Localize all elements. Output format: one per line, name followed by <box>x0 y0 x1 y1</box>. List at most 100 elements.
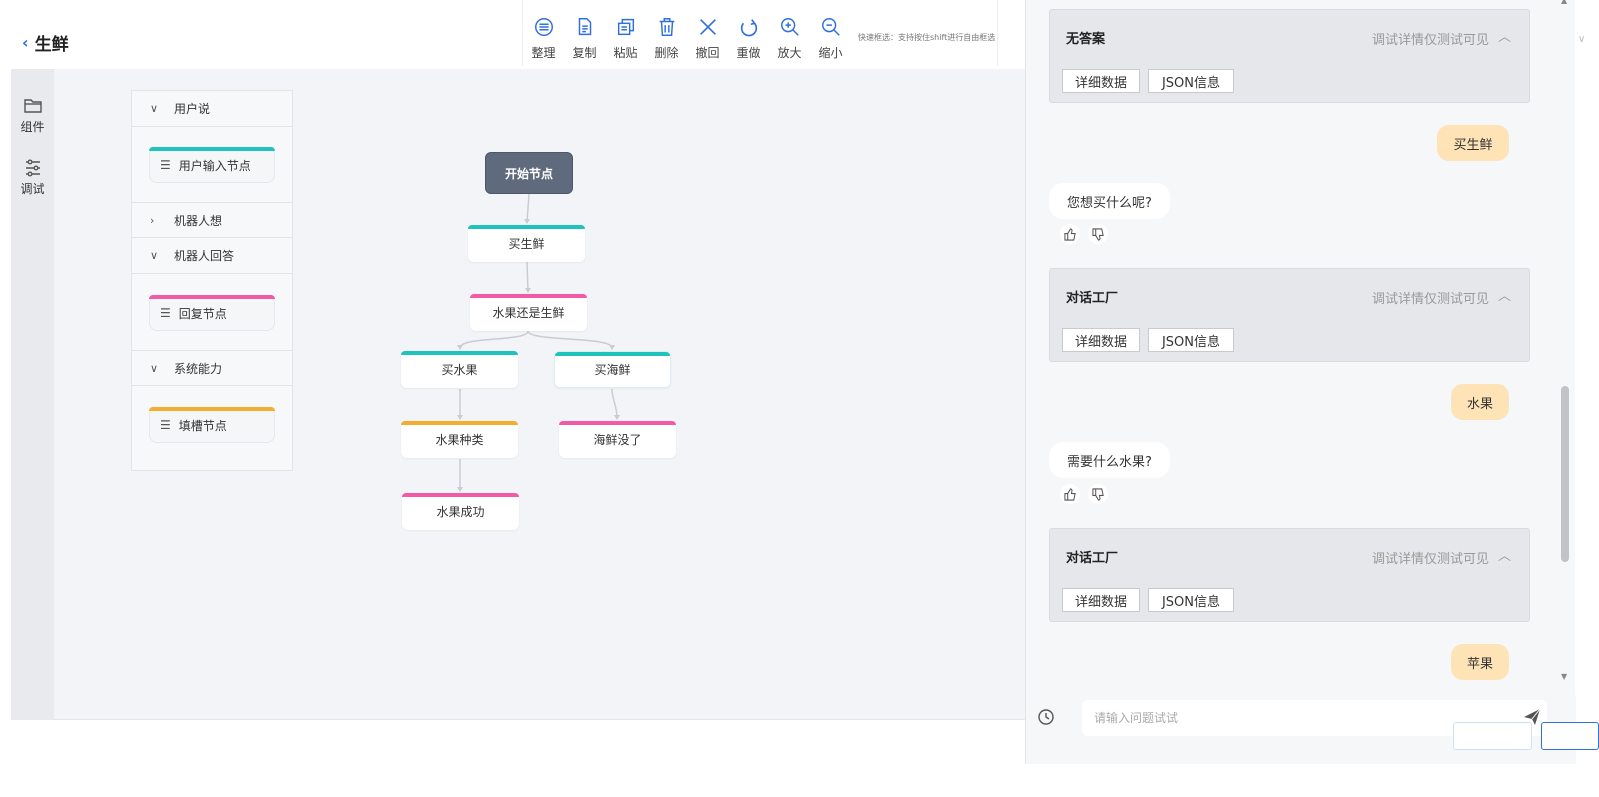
scroll-down-icon[interactable]: ▼ <box>1561 672 1568 681</box>
debug-card-hint: 调试详情仅测试可见 <box>1371 292 1489 307</box>
chevron-down-icon: ∨ <box>150 102 159 115</box>
thumbs-down-icon[interactable] <box>1088 224 1108 244</box>
node-color-bar <box>149 147 275 151</box>
send-icon[interactable] <box>1522 707 1542 731</box>
rail-components-button[interactable]: 组件 <box>11 97 54 135</box>
chevron-up-icon[interactable]: ︿ <box>1497 289 1511 304</box>
edge <box>527 330 613 349</box>
zoom-in-button[interactable]: 放大 <box>769 0 810 66</box>
zoom-out-button[interactable]: 缩小 <box>810 0 851 66</box>
scrollbar-thumb[interactable] <box>1561 386 1569 562</box>
page-title: 生鲜 <box>34 35 69 55</box>
paste-icon <box>617 18 634 36</box>
detail-data-button[interactable]: 详细数据 <box>1062 328 1140 352</box>
chevron-up-icon[interactable]: ︿ <box>1497 549 1511 564</box>
background-button <box>1453 722 1532 750</box>
redo-button[interactable]: 重做 <box>728 0 769 66</box>
flow-node-label: 买水果 <box>441 363 478 377</box>
thumbs-down-icon[interactable] <box>1088 484 1108 504</box>
json-info-button[interactable]: JSON信息 <box>1148 588 1234 612</box>
chat-messages[interactable]: 无答案 调试详情仅测试可见 ︿ 详细数据 JSON信息 买生鲜 您想买什么呢? … <box>1026 0 1558 695</box>
debug-chat-panel: 无答案 调试详情仅测试可见 ︿ 详细数据 JSON信息 买生鲜 您想买什么呢? … <box>1025 0 1576 764</box>
chevron-down-icon: ∨ <box>150 249 159 262</box>
edge <box>459 330 529 349</box>
copy-button[interactable]: 复制 <box>564 0 605 66</box>
zoom-in-icon <box>780 18 799 36</box>
tool-label: 重做 <box>736 46 761 60</box>
flow-node-label: 买生鲜 <box>508 237 545 251</box>
tool-label: 撤回 <box>695 46 720 60</box>
user-message: 苹果 <box>1451 644 1509 680</box>
rail-debug-label: 调试 <box>20 182 45 196</box>
group-system-capabilities[interactable]: ∨ 系统能力 <box>132 350 292 386</box>
flow-node-fruit-or-fresh[interactable]: 水果还是生鲜 <box>470 294 587 331</box>
detail-data-button[interactable]: 详细数据 <box>1062 69 1140 93</box>
history-icon[interactable] <box>1037 708 1055 730</box>
arrowhead <box>457 345 463 350</box>
paste-button[interactable]: 粘贴 <box>605 0 646 66</box>
rail-debug-button[interactable]: 调试 <box>11 159 54 197</box>
chevron-up-icon[interactable]: ︿ <box>1497 30 1511 45</box>
node-color-bar <box>401 421 518 425</box>
group-user-says[interactable]: ∨ 用户说 <box>132 91 292 127</box>
node-color-bar <box>559 421 676 425</box>
group-label: 用户说 <box>174 102 211 116</box>
toolbar: 整理 复制 粘贴 删除 撤回 重做 <box>522 0 851 66</box>
tool-label: 复制 <box>572 46 597 60</box>
debug-card-hint: 调试详情仅测试可见 <box>1371 33 1489 48</box>
user-message: 买生鲜 <box>1437 125 1509 161</box>
background-page-edge: ∨ <box>1576 0 1599 797</box>
component-slot-filling-node[interactable]: ☰ 填槽节点 <box>149 407 275 443</box>
flow-node-label: 水果成功 <box>436 505 485 519</box>
back-button[interactable]: ‹ 生鲜 <box>22 30 69 55</box>
node-color-bar <box>402 493 519 497</box>
json-info-button[interactable]: JSON信息 <box>1148 69 1234 93</box>
flow-node-buy-seafood[interactable]: 买海鲜 <box>554 351 671 388</box>
debug-card-title: 对话工厂 <box>1066 291 1119 306</box>
undo-button[interactable]: 撤回 <box>687 0 728 66</box>
chevron-left-icon: ‹ <box>22 32 29 52</box>
bot-message: 需要什么水果? <box>1049 442 1170 478</box>
arrange-icon <box>534 18 553 36</box>
thumbs-up-icon[interactable] <box>1060 484 1080 504</box>
flow-node-fruit-type[interactable]: 水果种类 <box>401 421 518 458</box>
node-color-bar <box>470 294 587 298</box>
sliders-icon <box>25 159 40 177</box>
flow-node-buy-fresh[interactable]: 买生鲜 <box>468 225 585 262</box>
delete-icon <box>659 18 674 36</box>
flow-node-buy-fruit[interactable]: 买水果 <box>401 351 518 388</box>
debug-info-card: 对话工厂 调试详情仅测试可见 ︿ 详细数据 JSON信息 <box>1049 528 1530 622</box>
flow-start-node[interactable]: 开始节点 <box>485 152 573 194</box>
debug-card-title: 无答案 <box>1066 32 1106 47</box>
arrowhead <box>457 487 463 492</box>
tool-label: 删除 <box>654 46 679 60</box>
zoom-out-icon <box>821 18 840 36</box>
scroll-up-icon[interactable]: ▲ <box>1561 0 1568 5</box>
copy-icon <box>578 18 591 36</box>
component-reply-node[interactable]: ☰ 回复节点 <box>149 295 275 331</box>
debug-info-card: 对话工厂 调试详情仅测试可见 ︿ 详细数据 JSON信息 <box>1049 268 1530 362</box>
chevron-right-icon: › <box>150 213 155 227</box>
delete-button[interactable]: 删除 <box>646 0 687 66</box>
tool-label: 缩小 <box>818 46 843 60</box>
chat-scrollbar[interactable]: ▲ ▼ <box>1558 0 1570 695</box>
detail-data-button[interactable]: 详细数据 <box>1062 588 1140 612</box>
thumbs-up-icon[interactable] <box>1060 224 1080 244</box>
group-robot-thinks[interactable]: › 机器人想 <box>132 202 292 238</box>
arrange-button[interactable]: 整理 <box>523 0 564 66</box>
arrowhead <box>609 345 615 350</box>
feedback-buttons <box>1060 224 1108 244</box>
json-info-button[interactable]: JSON信息 <box>1148 328 1234 352</box>
flow-node-fruit-success[interactable]: 水果成功 <box>402 493 519 530</box>
flow-node-label: 水果还是生鲜 <box>492 306 565 320</box>
drag-handle-icon: ☰ <box>160 418 171 432</box>
node-color-bar <box>149 295 275 299</box>
chevron-down-icon: ∨ <box>1578 34 1586 45</box>
edge <box>526 261 529 292</box>
group-robot-answers[interactable]: ∨ 机器人回答 <box>132 238 292 274</box>
flow-node-seafood-gone[interactable]: 海鲜没了 <box>559 421 676 458</box>
drag-handle-icon: ☰ <box>160 158 171 172</box>
component-panel: ∨ 用户说 ☰ 用户输入节点 › 机器人想 ∨ 机器人回答 ☰ 回复节点 <box>131 90 293 471</box>
component-user-input-node[interactable]: ☰ 用户输入节点 <box>149 147 275 183</box>
